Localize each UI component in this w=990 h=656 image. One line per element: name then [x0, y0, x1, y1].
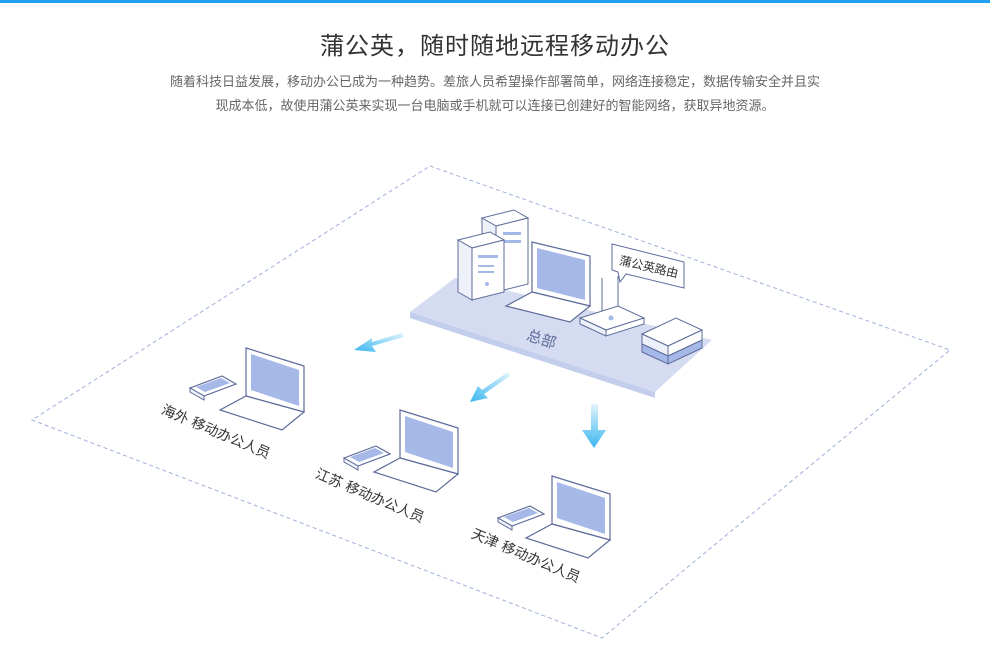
network-boundary — [30, 165, 951, 639]
page-title: 蒲公英，随时随地远程移动办公 — [320, 32, 670, 60]
laptop-icon — [372, 409, 460, 493]
laptop-icon — [524, 475, 612, 559]
phone-icon — [342, 445, 392, 471]
top-accent-bar — [0, 0, 990, 3]
laptop-icon — [504, 241, 592, 323]
headquarters-platform — [410, 278, 712, 398]
remote-group-jiangsu: 江苏 移动办公人员 — [313, 409, 460, 526]
remote-group-overseas: 海外 移动办公人员 — [159, 347, 306, 462]
phone-icon — [188, 375, 238, 401]
remote-group-tianjin: 天津 移动办公人员 — [469, 475, 612, 586]
laptop-icon — [218, 347, 306, 431]
page-description: 随着科技日益发展，移动办公已成为一种趋势。差旅人员希望操作部署简单，网络连接稳定… — [140, 71, 850, 119]
phone-icon — [496, 505, 546, 531]
switch-icon — [640, 317, 704, 365]
description-line-2: 现成本低，故使用蒲公英来实现一台电脑或手机就可以连接已创建好的智能网络，获取异地… — [215, 99, 775, 114]
router-callout: 蒲公英路由 — [611, 243, 685, 289]
description-line-1: 随着科技日益发展，移动办公已成为一种趋势。差旅人员希望操作部署简单，网络连接稳定… — [169, 75, 820, 90]
server-icon — [456, 231, 506, 301]
arrow-to-tianjin — [582, 404, 606, 448]
router-icon — [578, 276, 646, 337]
arrow-to-overseas — [354, 333, 404, 352]
arrow-to-jiangsu — [470, 372, 510, 402]
